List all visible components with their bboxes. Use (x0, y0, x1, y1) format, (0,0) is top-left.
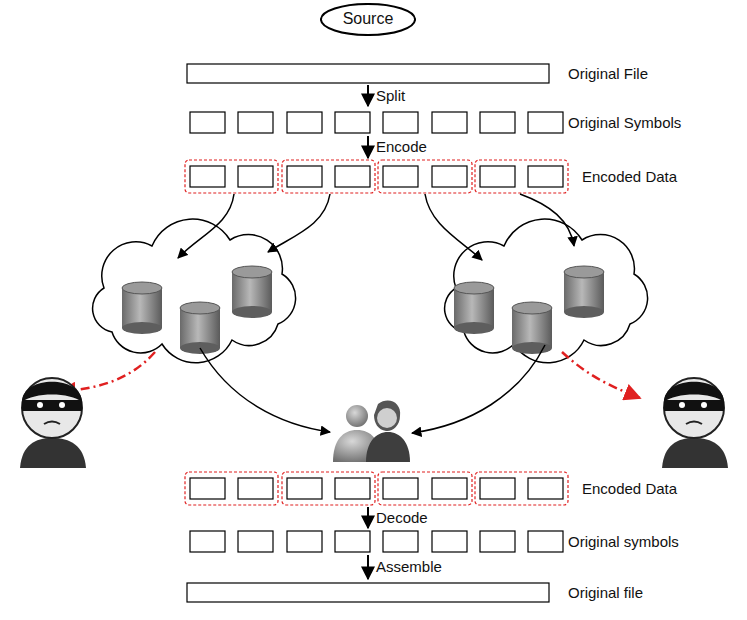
row-label: Encoded Data (582, 168, 677, 186)
symbol-box (287, 531, 322, 552)
encoded-box (335, 478, 370, 499)
users-icon (333, 400, 410, 462)
encoded-box (432, 478, 467, 499)
symbol-box (432, 531, 467, 552)
storage-cylinder (122, 322, 162, 334)
encoded-box (190, 478, 225, 499)
symbol-box (432, 112, 467, 133)
storage-cylinder (122, 282, 162, 294)
symbol-box (190, 112, 225, 133)
encoded-group (475, 160, 568, 193)
encoded-group (282, 472, 375, 505)
symbol-box (238, 531, 273, 552)
file-bar (187, 64, 549, 83)
step-arrow (367, 507, 369, 528)
encoded-group (475, 472, 568, 505)
encoded-group (185, 160, 278, 193)
ellipse-outline (321, 3, 415, 34)
symbol-box (528, 531, 563, 552)
symbol-box (335, 112, 370, 133)
symbol-box (190, 531, 225, 552)
encoded-box (238, 478, 273, 499)
attacker-icon (20, 378, 86, 468)
cloud (445, 219, 648, 363)
encoded-box (528, 478, 563, 499)
symbol-box (480, 112, 515, 133)
leak-arrow (562, 352, 640, 398)
encoded-box (335, 166, 370, 187)
upload-arrow (425, 194, 482, 260)
upload-arrow (178, 194, 234, 258)
symbol-box (238, 112, 273, 133)
row-label: Original File (568, 65, 648, 83)
row-label: Original file (568, 584, 643, 602)
storage-cylinder (512, 342, 552, 354)
download-arrow (412, 345, 545, 433)
row-label: Encode (376, 138, 427, 156)
encoded-box (383, 478, 418, 499)
step-arrow (367, 555, 369, 579)
storage-cylinder (564, 266, 604, 278)
encoded-box (383, 166, 418, 187)
row-label: Original Symbols (568, 114, 681, 132)
row-label: Assemble (376, 558, 442, 576)
symbol-box (287, 112, 322, 133)
encoded-box (238, 166, 273, 187)
encoded-box (432, 166, 467, 187)
storage-cylinder (232, 306, 272, 318)
upload-arrow (268, 194, 330, 252)
storage-cylinder (232, 266, 272, 278)
cloud (93, 219, 296, 363)
symbol-box (383, 112, 418, 133)
row-label: Encoded Data (582, 480, 677, 498)
row-label: Decode (376, 509, 428, 527)
storage-cylinder (180, 302, 220, 314)
source-ellipse: Source (320, 3, 416, 36)
storage-cylinder (512, 302, 552, 314)
encoded-box (480, 478, 515, 499)
storage-cylinder (454, 282, 494, 294)
step-arrow (367, 85, 369, 106)
symbol-box (480, 531, 515, 552)
symbol-box (335, 531, 370, 552)
step-arrow (367, 136, 369, 158)
encoded-group (378, 472, 472, 505)
encoded-box (480, 166, 515, 187)
encoded-box (287, 478, 322, 499)
node-text: Source (320, 9, 416, 29)
storage-cylinder (564, 306, 604, 318)
upload-arrow (520, 194, 574, 246)
file-bar (187, 583, 549, 602)
encoded-box (287, 166, 322, 187)
encoded-box (190, 166, 225, 187)
symbol-box (528, 112, 563, 133)
symbol-box (383, 531, 418, 552)
row-label: Original symbols (568, 533, 679, 551)
encoded-group (378, 160, 472, 193)
row-label: Split (376, 87, 405, 105)
download-arrow (200, 348, 330, 432)
encoded-box (528, 166, 563, 187)
encoded-group (282, 160, 375, 193)
storage-cylinder (454, 322, 494, 334)
leak-arrow (60, 352, 155, 392)
encoded-group (185, 472, 278, 505)
